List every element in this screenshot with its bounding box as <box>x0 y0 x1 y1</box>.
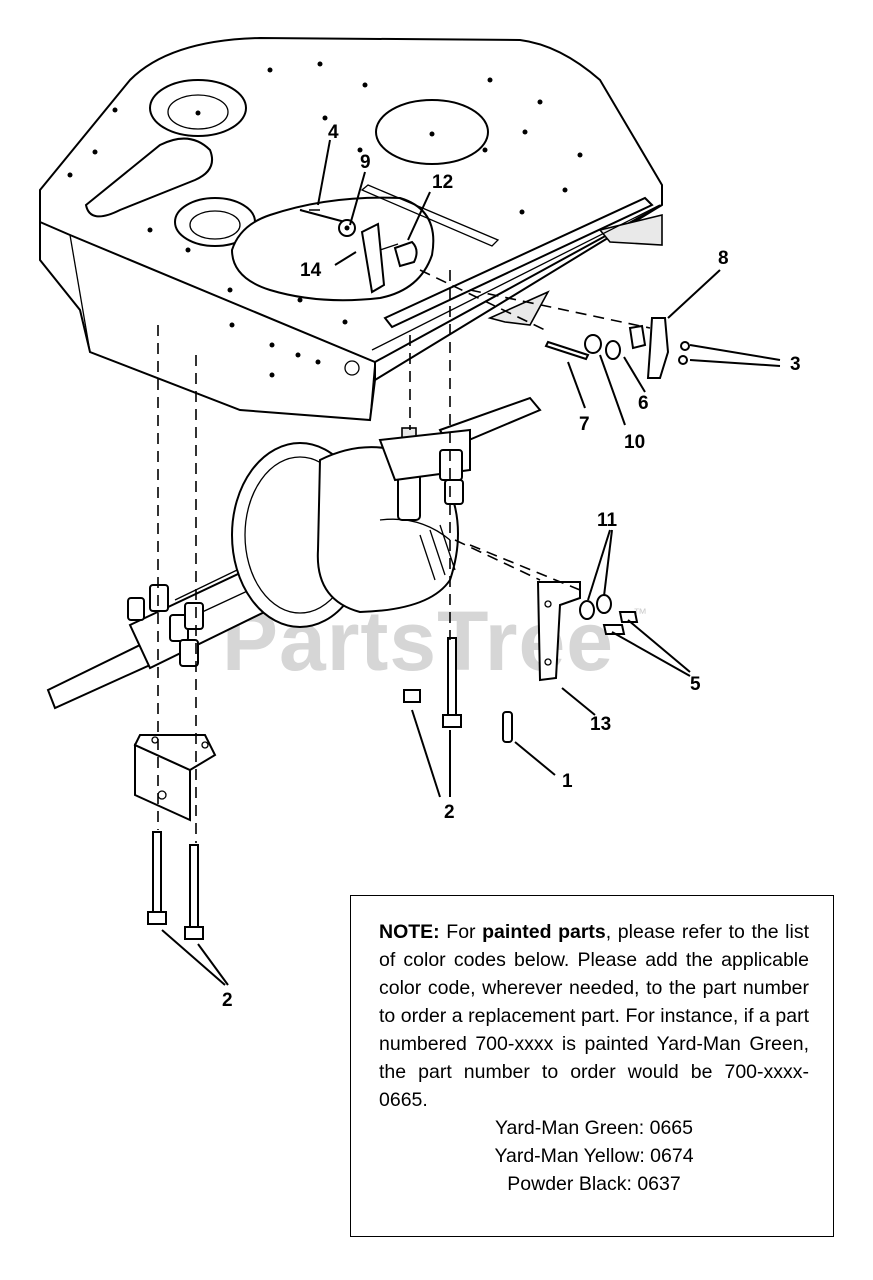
callout-numbers: 1 2 2 3 4 5 6 7 8 9 10 11 12 13 14 <box>222 122 801 1011</box>
hardware-items-5-11 <box>579 594 639 635</box>
leader-lines <box>161 139 781 986</box>
callout-13: 13 <box>590 714 611 735</box>
alignment-lines <box>157 209 651 843</box>
color-code-line: Yard-Man Green: 0665 <box>495 1117 693 1139</box>
pin-item-1 <box>502 711 513 743</box>
callout-10: 10 <box>624 432 645 453</box>
callout-7: 7 <box>579 414 590 435</box>
callout-4: 4 <box>328 122 339 143</box>
callout-2-left: 2 <box>222 990 233 1011</box>
note-box: NOTE: For painted parts, please refer to… <box>350 895 834 1237</box>
callout-6: 6 <box>638 393 649 414</box>
callout-11: 11 <box>597 510 618 531</box>
note-bold-phrase: painted parts <box>482 921 606 943</box>
note-paragraph: NOTE: For painted parts, please refer to… <box>379 918 809 1114</box>
callout-8: 8 <box>718 248 729 269</box>
frame-holes <box>67 61 583 378</box>
note-text-b: , please refer to the list of color code… <box>379 921 809 1111</box>
callout-14: 14 <box>300 260 322 281</box>
color-code-line: Powder Black: 0637 <box>507 1173 681 1195</box>
mounting-bracket <box>133 734 217 822</box>
bracket-item-13 <box>536 581 581 682</box>
note-text-a: For <box>439 921 483 943</box>
callout-3: 3 <box>790 354 801 375</box>
bolts-item-2 <box>147 637 462 940</box>
transmission <box>46 396 542 710</box>
callout-5: 5 <box>690 674 701 695</box>
note-label: NOTE: <box>379 921 440 943</box>
color-code-line: Yard-Man Yellow: 0674 <box>494 1145 694 1167</box>
callout-12: 12 <box>432 172 453 193</box>
callout-2-center: 2 <box>444 802 455 823</box>
callout-9: 9 <box>360 152 371 173</box>
hardware-items-3-6-7-8-10 <box>544 317 690 379</box>
callout-1: 1 <box>562 771 573 792</box>
